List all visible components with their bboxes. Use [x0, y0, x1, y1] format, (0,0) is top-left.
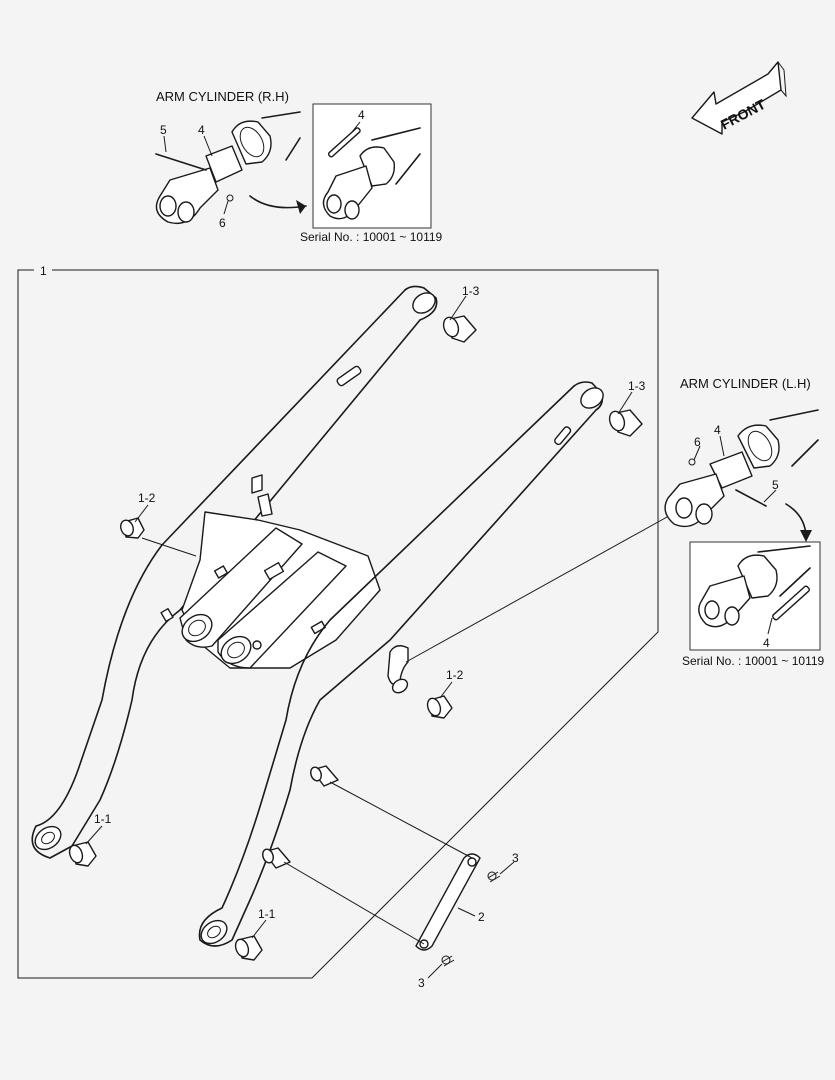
arm-cylinder-rh-inset: 4 Serial No. : 10001 ~ 10119 — [300, 103, 443, 244]
callout-1-1-right: 1-1 — [258, 907, 276, 921]
bushing-1-1-left — [68, 841, 97, 867]
callout-4-rh-inset: 4 — [358, 108, 365, 122]
callout-5-lh: 5 — [772, 478, 779, 492]
bushing-1-3-right — [608, 409, 643, 437]
pin-clip-upper — [487, 871, 501, 883]
arm-cylinder-lh: ARM CYLINDER (L.H) 6 4 5 — [664, 376, 819, 542]
callout-3-lower: 3 — [418, 976, 425, 990]
arm-cylinder-rh-title: ARM CYLINDER (R.H) — [156, 89, 289, 104]
callout-4-lh-inset: 4 — [763, 636, 770, 650]
arm-cylinder-lh-title: ARM CYLINDER (L.H) — [680, 376, 811, 391]
callout-3-upper: 3 — [512, 851, 519, 865]
arm-cylinder-rh: ARM CYLINDER (R.H) 5 4 6 — [155, 89, 307, 230]
bushing-1-2-right — [426, 695, 453, 719]
bushing-1-3-left — [442, 315, 477, 343]
left-loader-arm — [31, 285, 438, 859]
link-bar — [415, 853, 481, 951]
bushing-1-2-left — [120, 517, 145, 539]
cross-tube — [179, 511, 381, 669]
callout-group-1: 1 — [40, 264, 47, 278]
callout-1-2-right: 1-2 — [446, 668, 464, 682]
callout-1-1-left: 1-1 — [94, 812, 112, 826]
callout-4-rh: 4 — [198, 123, 205, 137]
bushing-1-1-right — [234, 935, 263, 961]
arm-cylinder-rh-serial: Serial No. : 10001 ~ 10119 — [300, 230, 443, 244]
link-pin-lower — [262, 847, 291, 869]
callout-6-rh: 6 — [219, 216, 226, 230]
arm-cylinder-lh-inset: 4 Serial No. : 10001 ~ 10119 — [682, 541, 825, 668]
right-loader-arm — [198, 381, 604, 947]
callout-1-3-right: 1-3 — [628, 379, 646, 393]
leader-lines — [85, 295, 677, 979]
callout-5-rh: 5 — [160, 123, 167, 137]
callout-1-3-left: 1-3 — [462, 284, 480, 298]
front-arrow-icon: FRONT — [691, 61, 787, 135]
callout-4-lh: 4 — [714, 423, 721, 437]
callout-6-lh: 6 — [694, 435, 701, 449]
callout-1-2-left: 1-2 — [138, 491, 156, 505]
pin-clip-lower — [441, 955, 455, 967]
callout-2: 2 — [478, 910, 485, 924]
arm-cylinder-lh-serial: Serial No. : 10001 ~ 10119 — [682, 654, 825, 668]
group-1-boundary: 1 — [17, 264, 659, 979]
link-pin-upper — [310, 765, 339, 787]
